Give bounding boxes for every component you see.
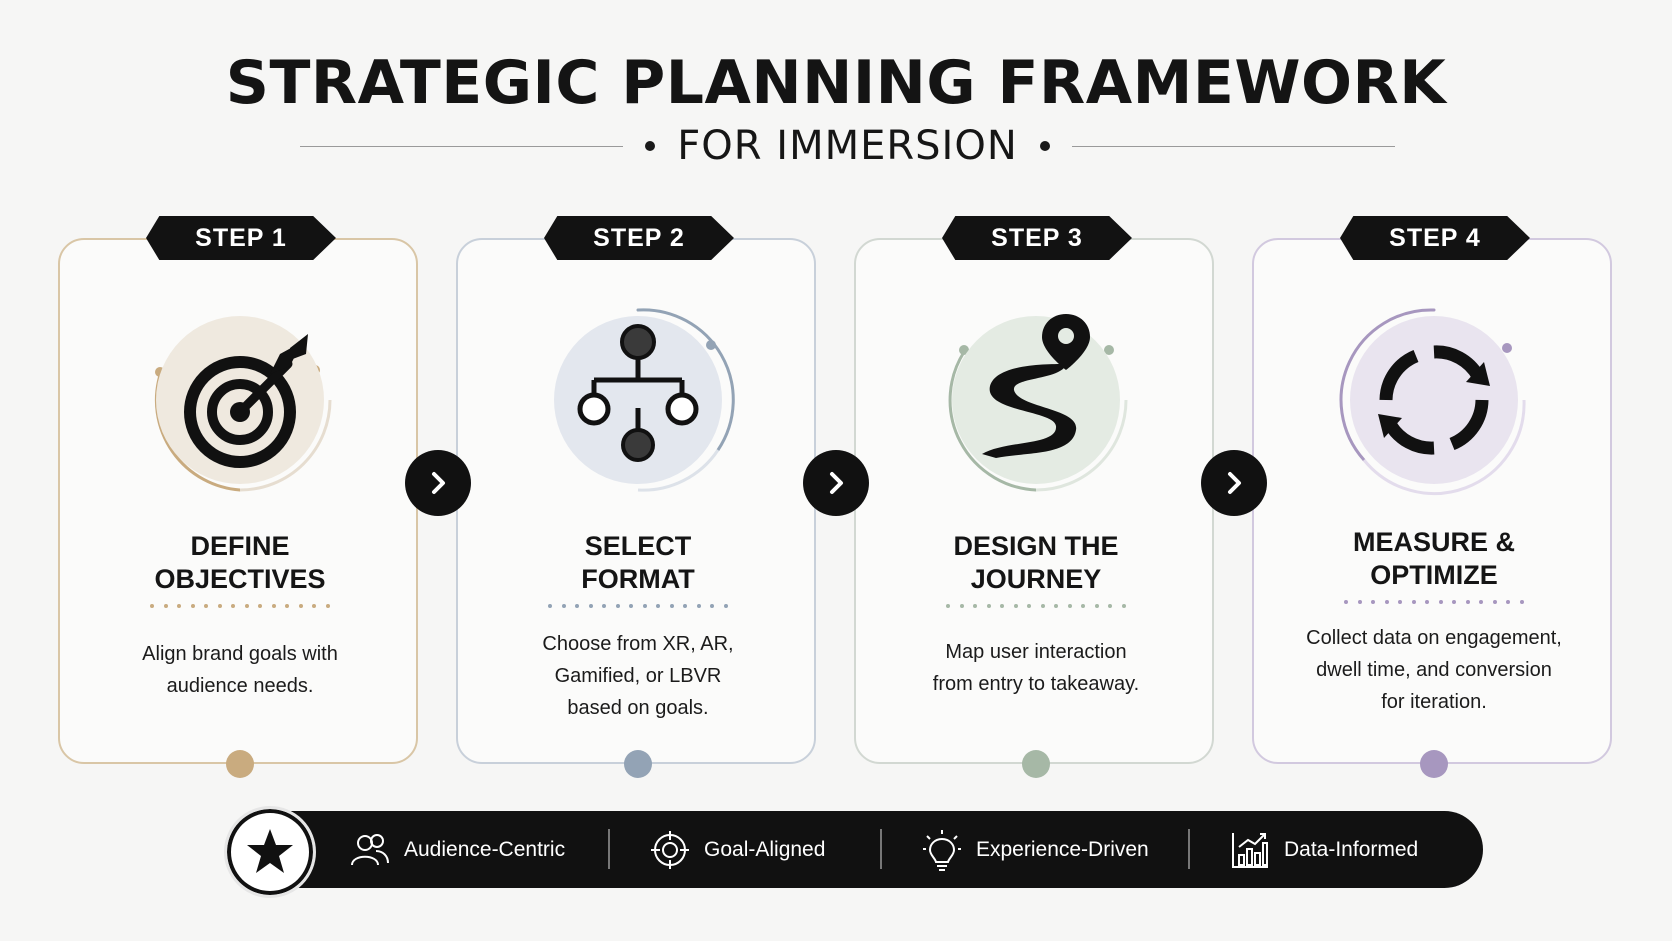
bar-divider	[880, 829, 882, 869]
step-card-1: STEP 1 DEFINE OBJECTIVES Align brand goa…	[58, 216, 418, 778]
step-title-1: DEFINE OBJECTIVES	[154, 531, 326, 594]
step-description-2: Choose from XR, AR, Gamified, or LBVR ba…	[542, 633, 734, 719]
step-description-3: Map user interaction from entry to takea…	[932, 641, 1140, 695]
step-tab-2: STEP 2	[544, 216, 734, 260]
step-marker-3	[1022, 750, 1050, 778]
bar-chart-icon	[1232, 832, 1268, 868]
next-arrow-1	[405, 450, 471, 516]
lightbulb-icon	[923, 829, 961, 871]
target-arrow-icon	[154, 316, 332, 492]
bar-divider	[1188, 829, 1190, 869]
dot-separator-2	[548, 604, 728, 608]
page-subtitle: FOR IMMERSION	[677, 123, 1018, 169]
next-arrow-2	[803, 450, 869, 516]
step-card-4: STEP 4 MEASURE & OPTIMIZE Collect data o…	[1252, 216, 1612, 778]
principle-goal-aligned: Goal-Aligned	[650, 811, 825, 888]
dot-separator-3	[946, 604, 1126, 608]
step-marker-1	[226, 750, 254, 778]
bar-divider	[608, 829, 610, 869]
step-marker-2	[624, 750, 652, 778]
chevron-right-icon	[432, 472, 445, 494]
people-icon	[351, 833, 389, 865]
step-title-3: DESIGN THE JOURNEY	[953, 531, 1119, 594]
subtitle-bullet-right	[1039, 141, 1050, 151]
step-title-2: SELECT FORMAT	[581, 531, 695, 594]
principle-experience-driven: Experience-Driven	[922, 811, 1149, 888]
subtitle-row: FOR IMMERSION	[300, 118, 1396, 174]
star-icon	[247, 829, 293, 873]
step-tab-4: STEP 4	[1340, 216, 1530, 260]
next-arrow-3	[1201, 450, 1267, 516]
principle-data-informed: Data-Informed	[1230, 811, 1418, 888]
principle-audience-centric: Audience-Centric	[350, 811, 565, 888]
path-pin-icon	[948, 314, 1128, 492]
dot-separator-1	[150, 604, 330, 608]
refresh-cycle-icon	[1339, 308, 1526, 495]
principle-label: Experience-Driven	[976, 837, 1149, 861]
chevron-right-icon	[1228, 472, 1241, 494]
subtitle-divider-right	[1071, 145, 1396, 147]
step-marker-4	[1420, 750, 1448, 778]
page-title: STRATEGIC PLANNING FRAMEWORK	[225, 48, 1447, 118]
step-title-4: MEASURE & OPTIMIZE	[1352, 527, 1515, 590]
crosshair-icon	[651, 830, 689, 869]
principles-bar	[290, 811, 1483, 888]
step-description-1: Align brand goals with audience needs.	[142, 643, 338, 697]
hierarchy-nodes-icon	[554, 308, 735, 492]
star-badge	[224, 806, 316, 898]
subtitle-bullet-left	[645, 141, 656, 151]
step-tab-3: STEP 3	[942, 216, 1132, 260]
step-card-2: STEP 2 SELECT FORMAT Choose from XR, AR,…	[456, 216, 816, 778]
dot-separator-4	[1344, 600, 1524, 604]
step-description-4: Collect data on engagement, dwell time, …	[1306, 627, 1562, 713]
principle-label: Audience-Centric	[404, 837, 566, 861]
subtitle-divider-left	[300, 145, 624, 147]
chevron-right-icon	[830, 472, 843, 494]
step-tab-1: STEP 1	[146, 216, 336, 260]
principle-label: Data-Informed	[1284, 837, 1419, 861]
step-card-3: STEP 3 DESIGN THE JOURNEY Map user inter…	[854, 216, 1214, 778]
principle-label: Goal-Aligned	[704, 837, 826, 861]
